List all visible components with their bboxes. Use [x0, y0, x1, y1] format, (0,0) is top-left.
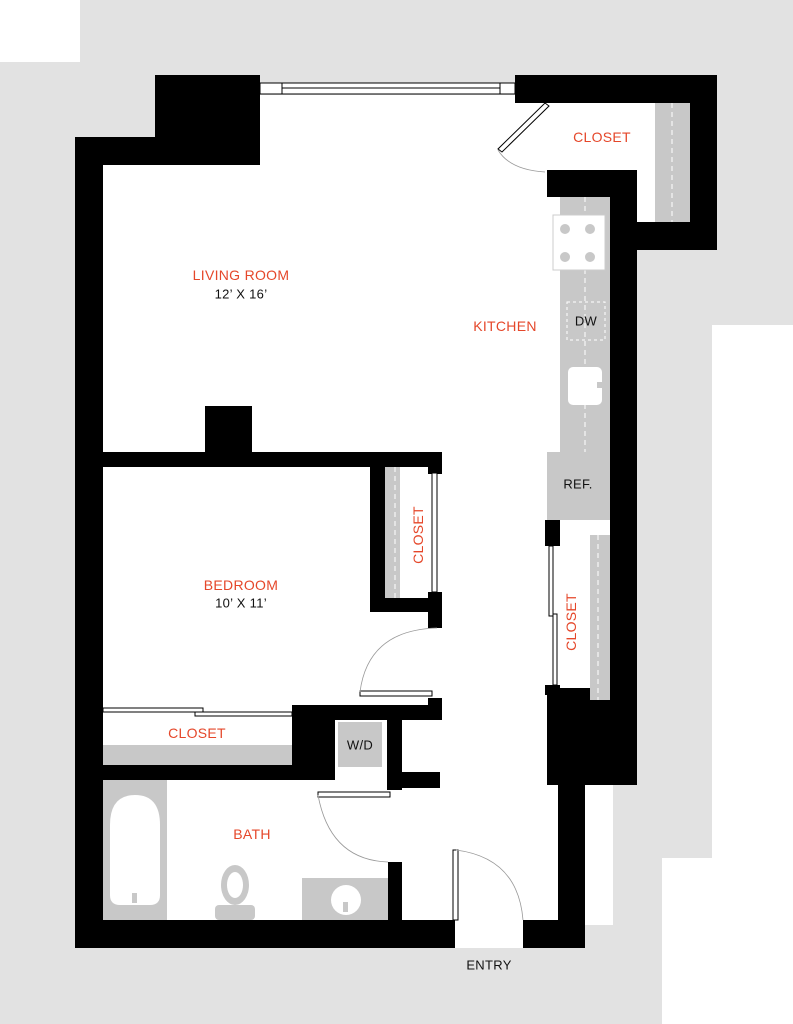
bath-label: BATH — [233, 826, 271, 842]
closet-shelf — [103, 745, 292, 765]
bath-door — [317, 791, 391, 798]
toilet-icon — [215, 865, 255, 920]
sink-icon — [568, 367, 607, 405]
dishwasher-label: DW — [574, 313, 598, 329]
bedroom-door — [359, 690, 433, 697]
door-swing-arcs — [317, 149, 546, 921]
doors — [102, 102, 558, 921]
entry-label: ENTRY — [466, 957, 512, 973]
entry-door — [452, 849, 459, 921]
outside-area — [712, 325, 793, 1024]
washer-dryer — [338, 722, 382, 767]
living-room-dimensions: 12’ X 16’ — [214, 286, 268, 302]
interior-floor — [103, 95, 690, 948]
closet-sliding-door — [548, 545, 554, 617]
closet-shelf — [590, 535, 610, 700]
closet-sliding-door — [102, 707, 204, 713]
closet-sliding-door — [431, 472, 438, 593]
closet-shelf — [385, 467, 400, 598]
bath-sink-icon — [331, 885, 361, 915]
shelf-dashes — [394, 103, 673, 700]
refrigerator-label: REF. — [563, 476, 593, 492]
dishwasher-outline — [566, 301, 606, 341]
closet-door — [497, 102, 550, 153]
walls — [75, 75, 717, 948]
refrigerator — [547, 452, 610, 520]
window — [259, 82, 516, 95]
washer-dryer-label: W/D — [346, 737, 374, 753]
outside-area — [662, 858, 722, 1024]
closet-sliding-door — [194, 711, 293, 717]
closet-label: CLOSET — [573, 129, 631, 145]
living-room-label: LIVING ROOM — [192, 267, 290, 283]
stove-icon — [552, 214, 606, 271]
kitchen-label: KITCHEN — [473, 318, 537, 334]
bedroom-label: BEDROOM — [203, 577, 279, 593]
closet-label: CLOSET — [410, 506, 426, 564]
outside-area — [0, 0, 80, 62]
closet-label: CLOSET — [168, 725, 226, 741]
bathtub-icon — [110, 795, 160, 905]
closet-label: CLOSET — [563, 593, 579, 651]
bedroom-dimensions: 10’ X 11’ — [215, 595, 267, 611]
